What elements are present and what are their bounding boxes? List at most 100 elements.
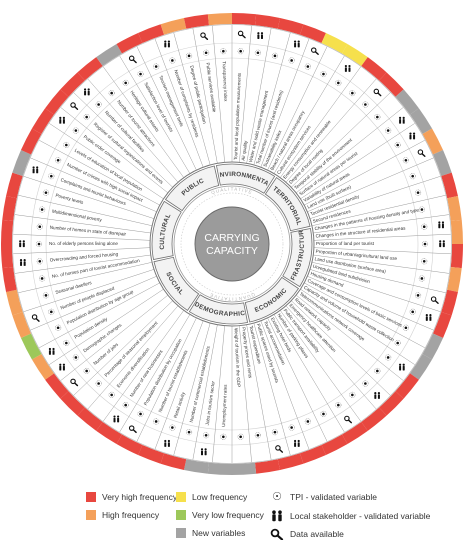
variable-divider xyxy=(23,176,155,219)
variable-divider xyxy=(30,157,157,213)
rim-segment xyxy=(45,89,69,115)
rim-segment xyxy=(342,43,368,67)
variable-divider xyxy=(260,38,310,168)
variable-divider xyxy=(60,294,169,381)
sun-target-icon xyxy=(418,275,425,282)
rim-segment xyxy=(422,333,444,360)
sun-target-icon xyxy=(374,113,381,121)
rim-segment xyxy=(450,244,463,269)
variable-divider xyxy=(87,78,179,183)
legend-label: Data available xyxy=(290,529,344,539)
legend-label: New variables xyxy=(192,528,246,538)
people-icon xyxy=(48,347,55,355)
magnifier-icon xyxy=(70,102,79,110)
variable-divider xyxy=(136,46,197,171)
people-icon xyxy=(113,415,120,423)
sun-target-icon xyxy=(394,339,401,347)
variable-divider xyxy=(313,214,450,234)
rim-segment xyxy=(77,407,103,431)
sun-target-icon xyxy=(335,402,342,409)
variable-divider xyxy=(253,32,291,166)
magnifier-icon xyxy=(430,296,439,304)
variable-divider xyxy=(267,317,328,442)
variable-spokes xyxy=(13,25,451,463)
sun-target-icon xyxy=(349,90,356,97)
sun-target-icon xyxy=(36,223,43,230)
rim-segment xyxy=(450,219,463,244)
very-low-swatch xyxy=(176,510,186,520)
variable-divider xyxy=(295,107,404,194)
variable-divider xyxy=(18,195,153,226)
ring-word: QUALITATIVE xyxy=(211,187,254,196)
sun-target-icon xyxy=(254,432,261,439)
sun-target-icon xyxy=(108,391,115,398)
variable-divider xyxy=(60,107,169,194)
legend-data: Data available xyxy=(270,528,344,540)
rim-segment xyxy=(321,434,348,456)
variable-divider xyxy=(73,300,173,396)
variable-divider xyxy=(103,66,185,178)
variable-label: Property prices and rents xyxy=(241,327,253,379)
sun-target-icon xyxy=(409,308,416,315)
sun-target-icon xyxy=(122,402,129,409)
people-icon xyxy=(344,64,351,72)
variable-label: Economic diversification xyxy=(116,346,151,388)
people-icon xyxy=(32,166,39,174)
variable-divider xyxy=(39,140,160,206)
sun-target-icon xyxy=(122,79,129,86)
variable-label: Unemployment rates xyxy=(221,384,228,427)
validation-marks xyxy=(19,30,445,456)
magnifier-icon xyxy=(310,47,319,55)
dimension-segment xyxy=(151,200,182,261)
rim-segment xyxy=(45,373,69,399)
variable-label: Overcrowding and forced housing xyxy=(49,251,118,262)
sun-target-icon xyxy=(421,258,428,265)
variable-divider xyxy=(18,262,153,293)
sun-target-icon xyxy=(203,432,210,439)
people-icon xyxy=(398,116,405,124)
sun-target-icon xyxy=(220,48,227,55)
rim-segment xyxy=(12,150,32,177)
variable-label: Proportion of land per tourist xyxy=(316,241,375,246)
rim-segment xyxy=(361,407,387,431)
sun-target-icon xyxy=(153,418,160,425)
magnifier-icon xyxy=(31,314,40,322)
sun-target-icon xyxy=(362,380,369,387)
variable-label: Jobs in tourism sector xyxy=(205,380,216,425)
rim-segment xyxy=(96,43,122,67)
very-high-swatch xyxy=(86,492,96,502)
sun-target-icon xyxy=(320,410,327,418)
rim-segment xyxy=(379,72,404,97)
sun-target-icon xyxy=(153,63,160,70)
magnifier-icon xyxy=(275,445,284,453)
rim-segment xyxy=(160,453,187,470)
people-icon xyxy=(409,132,416,140)
variable-divider xyxy=(87,305,179,410)
rim-segment xyxy=(96,421,122,445)
rim-segment xyxy=(379,391,404,416)
legend-label: TPI - validated variable xyxy=(290,492,377,502)
variable-divider xyxy=(154,38,204,168)
rim-segment xyxy=(441,172,458,199)
rim-segment xyxy=(20,333,42,360)
variable-divider xyxy=(154,320,204,450)
center-disc xyxy=(194,206,270,282)
sun-target-icon xyxy=(169,424,176,431)
sun-target-icon xyxy=(414,292,422,299)
variable-divider xyxy=(30,275,157,331)
rim-segment xyxy=(31,354,55,380)
variable-divider xyxy=(23,269,155,312)
variable-label: Number of homes in state of disrepair xyxy=(50,225,127,237)
sun-target-icon xyxy=(83,367,90,375)
legend-very-high: Very high frequency xyxy=(86,492,177,502)
sun-target-icon xyxy=(394,141,401,149)
variable-divider xyxy=(73,92,173,188)
rim-segment xyxy=(183,459,210,474)
rim-segment xyxy=(1,244,14,269)
rim-segment xyxy=(342,421,368,445)
variable-divider xyxy=(173,32,211,166)
people-icon xyxy=(293,40,300,48)
variable-divider xyxy=(307,157,434,213)
legend-label: Low frequency xyxy=(192,492,248,502)
variable-divider xyxy=(311,262,446,293)
